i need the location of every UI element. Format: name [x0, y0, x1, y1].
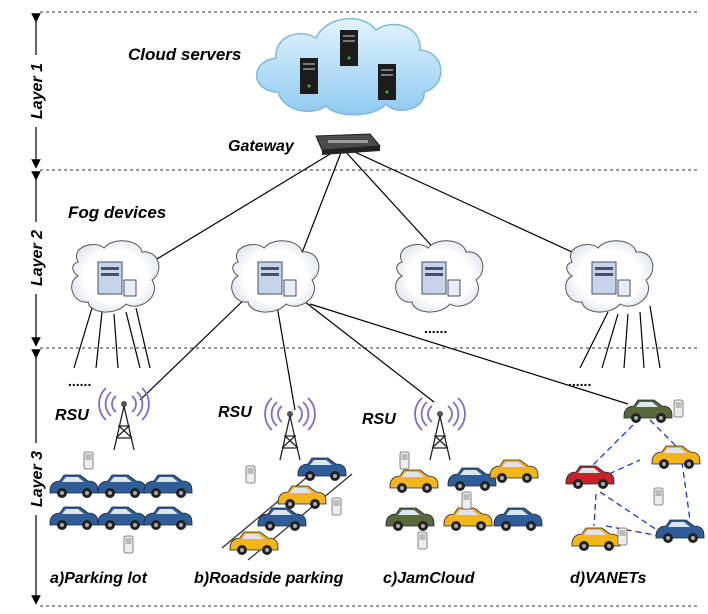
cloud-servers-label: Cloud servers: [128, 45, 241, 64]
phone-icon: [123, 535, 134, 554]
car-icon: [143, 474, 193, 498]
car-icon: [447, 467, 497, 491]
phone-icon: [653, 487, 664, 506]
phone-icon: [399, 451, 410, 470]
car-icon: [655, 519, 705, 543]
cloud-servers: [256, 17, 442, 116]
rsu-tower-icon: [414, 397, 466, 461]
ellipsis-layer3-left: ......: [68, 373, 91, 389]
link-gateway-fog4: [345, 147, 586, 259]
car-icon: [571, 527, 621, 551]
car-icon: [143, 506, 193, 530]
caption-parking-lot: a)Parking lot: [50, 570, 148, 587]
car-icon: [443, 507, 493, 531]
car-icon: [297, 457, 347, 481]
fog4-downlink: [579, 311, 609, 369]
layer3-label: Layer 3: [29, 451, 46, 507]
car-icon: [97, 474, 147, 498]
rsu-label-c: RSU: [362, 411, 396, 428]
link-gateway-fog1: [151, 147, 341, 263]
car-icon: [651, 445, 701, 469]
phone-icon: [83, 451, 94, 470]
caption-vanets: d)VANETs: [570, 570, 647, 587]
phone-icon: [417, 531, 428, 550]
server-icon: [300, 58, 318, 94]
fog1-downlink: [95, 311, 103, 369]
fog-devices-label: Fog devices: [68, 203, 166, 222]
fog-device-4: [565, 240, 654, 313]
phone-icon: [461, 491, 472, 510]
caption-jamcloud: c)JamCloud: [383, 570, 476, 587]
car-icon: [277, 485, 327, 509]
car-icon: [229, 531, 279, 555]
car-icon: [389, 469, 439, 493]
car-icon: [385, 507, 435, 531]
layer-dividers: [40, 11, 700, 607]
phone-icon: [245, 465, 256, 484]
fog-device-1: [71, 240, 160, 313]
link-fog2-rsu-b: [275, 299, 296, 411]
phone-icon: [673, 399, 684, 418]
car-icon: [49, 474, 99, 498]
fog1-downlink: [125, 311, 141, 369]
rsu-label-b: RSU: [218, 404, 252, 421]
car-icon: [623, 399, 673, 423]
layer1-label: Layer 1: [29, 63, 46, 119]
car-icon: [49, 506, 99, 530]
caption-roadside-parking: b)Roadside parking: [194, 570, 344, 587]
rsu-label-a: RSU: [55, 407, 89, 424]
link-fog2-rsu-c: [299, 297, 435, 403]
link-fog2-vanet: [309, 303, 629, 405]
fog1-downlink: [73, 307, 93, 369]
link-gateway-fog3: [343, 149, 441, 256]
car-icon: [97, 506, 147, 530]
gateway-label: Gateway: [228, 138, 295, 155]
gateway-icon: [315, 133, 382, 155]
link-fog2-rsu-a: [139, 295, 249, 401]
car-icon: [565, 465, 615, 489]
fog1-downlink: [135, 307, 151, 369]
fog4-downlink: [639, 311, 645, 369]
network-links: [73, 147, 661, 411]
vehicles-layer: [49, 399, 705, 555]
fog4-downlink: [623, 313, 629, 369]
server-icon: [378, 64, 396, 100]
link-gateway-fog2: [299, 149, 343, 259]
ellipsis-layer3-right: ......: [568, 373, 591, 389]
fog-device-3: [395, 240, 484, 313]
fog4-downlink: [601, 313, 619, 369]
layer-labels: Layer 1 Layer 2 Layer 3: [26, 55, 46, 515]
phone-icon: [331, 497, 342, 516]
server-icon: [340, 30, 358, 66]
rsu-tower-icon: [264, 397, 316, 461]
phone-icon: [617, 527, 628, 546]
car-icon: [257, 507, 307, 531]
fog4-downlink: [649, 305, 661, 369]
layer2-label: Layer 2: [29, 230, 46, 286]
car-icon: [489, 459, 539, 483]
ellipsis-fog: ......: [424, 320, 447, 336]
car-icon: [493, 507, 543, 531]
rsu-tower-icon: [98, 387, 150, 451]
fog1-downlink: [113, 313, 119, 369]
fog-device-2: [231, 240, 320, 313]
vanet-links: [587, 417, 691, 537]
